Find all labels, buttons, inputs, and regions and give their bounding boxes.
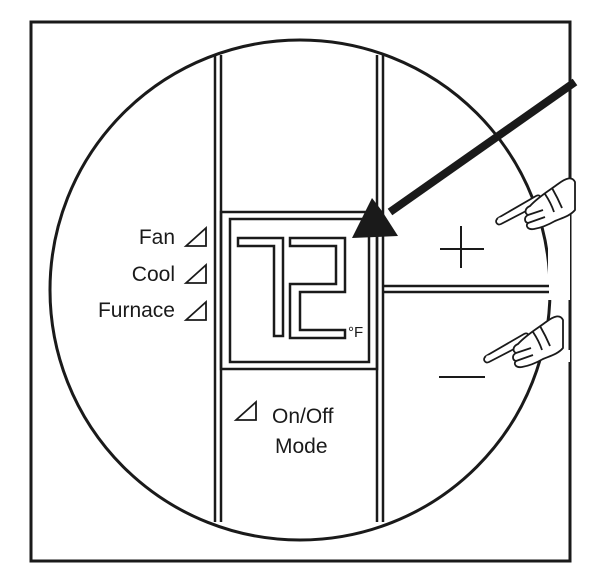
pointing-hand-icon (495, 177, 576, 231)
furnace-indicator-icon (183, 299, 207, 321)
indicator-label-furnace: Furnace (97, 299, 175, 322)
thermostat-body (48, 38, 552, 542)
indicator-label-cool: Cool (131, 263, 175, 286)
decrease-button-icon[interactable] (400, 330, 530, 410)
indicator-label-fan: Fan (138, 226, 175, 249)
fan-indicator-icon (183, 225, 207, 247)
cool-indicator-icon (183, 262, 207, 284)
display-digit-2 (288, 236, 347, 340)
mode-indicator-icon (233, 399, 257, 421)
indicator-triangle-icon (183, 225, 257, 421)
arrow-icon (352, 78, 578, 238)
mode-button-label-line1[interactable]: On/Off (272, 405, 334, 428)
display-digit-7 (236, 236, 285, 338)
pointing-hand-icon (483, 315, 564, 369)
increase-button-icon[interactable] (400, 210, 530, 280)
mode-button-label-line2[interactable]: Mode (275, 435, 328, 458)
temperature-unit: °F (348, 324, 364, 341)
display-window (219, 210, 379, 371)
button-divider (383, 284, 549, 294)
